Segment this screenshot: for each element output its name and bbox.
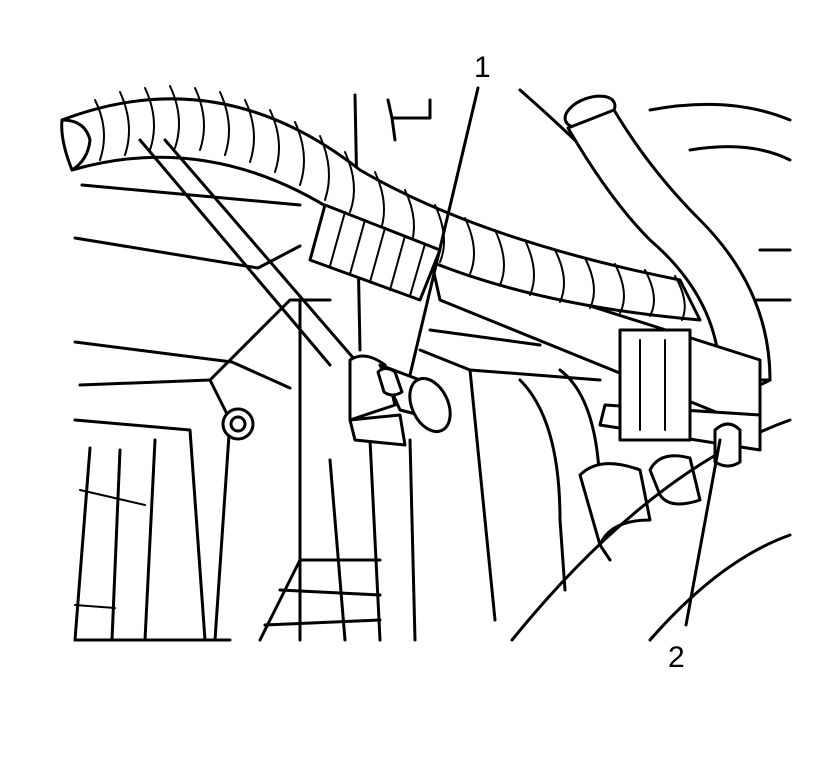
ribbed-coupling — [308, 203, 442, 302]
lower-right-hoses — [510, 88, 792, 642]
leader-lines — [408, 86, 722, 627]
callout-2-label: 2 — [668, 641, 685, 674]
vacuum-line — [138, 138, 357, 367]
bent-tube — [563, 94, 772, 389]
sensor-assembly — [348, 354, 452, 447]
mounting-bolt — [221, 407, 255, 441]
left-housing — [73, 183, 332, 642]
leader-line-1 — [408, 86, 480, 377]
leader-line-2 — [684, 438, 722, 627]
center-bracket — [258, 93, 602, 642]
callout-1-label: 1 — [474, 51, 491, 84]
corrugated-harness — [60, 85, 702, 322]
